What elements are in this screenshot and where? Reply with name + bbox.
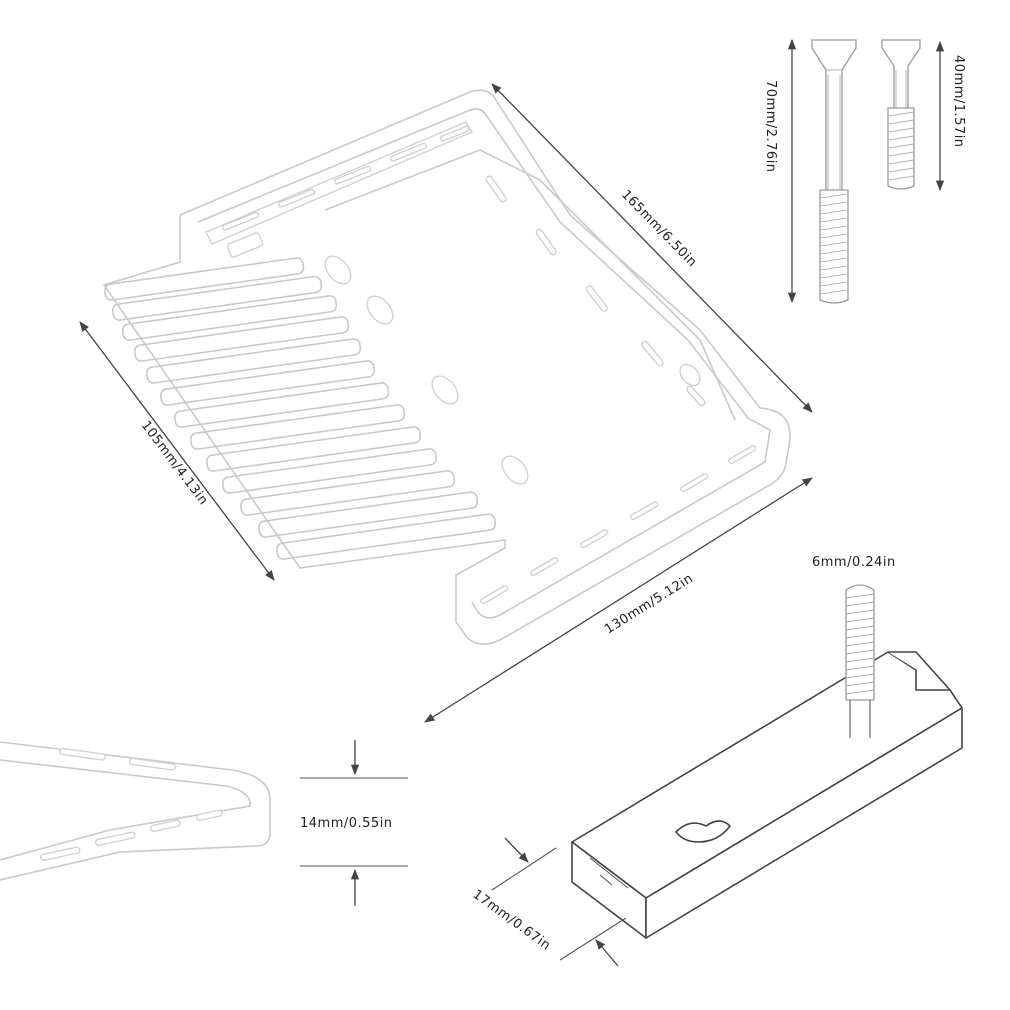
block-height-label: 17mm/0.67in	[470, 887, 554, 954]
width-left-dimension-line	[79, 321, 275, 581]
short-screw-label: 40mm/1.57in	[951, 55, 966, 148]
block-height-arrow-bottom	[595, 939, 619, 967]
slide-block-drawing	[571, 651, 963, 939]
thickness-label: 14mm/0.55in	[300, 816, 393, 831]
bolt-diameter-label: 6mm/0.24in	[812, 555, 896, 570]
right-rail-slots	[485, 175, 706, 407]
featherboard-drawing	[102, 89, 791, 645]
length-label: 165mm/6.50in	[618, 187, 700, 270]
top-rail-slots	[221, 125, 470, 231]
feather-fingers	[103, 257, 497, 560]
long-screw-label: 70mm/2.76in	[763, 80, 778, 173]
short-screw-drawing	[881, 39, 921, 190]
length-dimension-line	[491, 83, 813, 413]
slide-block-bolt	[845, 584, 875, 738]
block-height-arrow-top	[504, 837, 529, 863]
width-bottom-dimension-line	[424, 477, 813, 723]
long-screw-drawing	[811, 39, 857, 304]
plate-edge-detail	[0, 741, 271, 881]
